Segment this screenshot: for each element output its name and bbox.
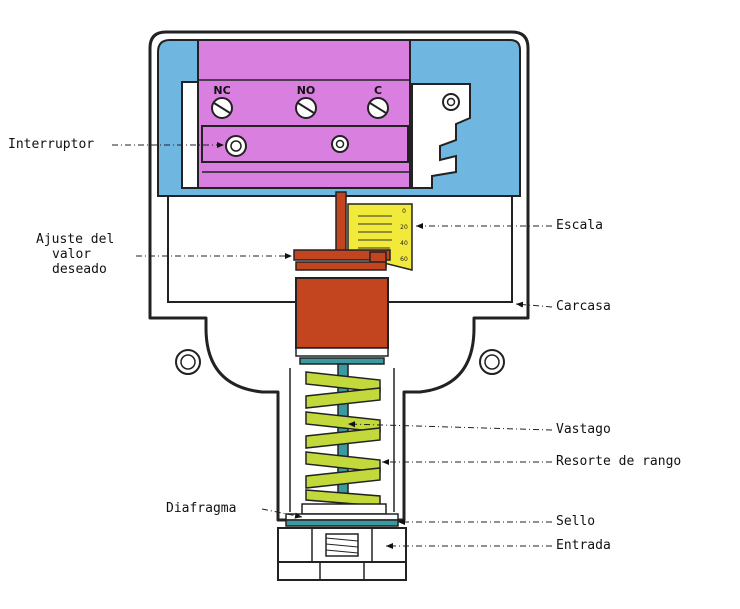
terminal-label-c: C [374, 84, 382, 97]
scale-mark-60: 60 [400, 256, 408, 263]
actuator-lower [295, 347, 389, 357]
diaphragm-plate [301, 503, 387, 515]
label-ajuste-line3: deseado [52, 262, 107, 277]
spring-seat-top [299, 357, 385, 365]
terminal-screw-nc [211, 97, 233, 119]
mount-hole-right [479, 349, 505, 375]
actuator-block [295, 277, 389, 349]
seal [285, 519, 399, 527]
scale-mark-0: 0 [402, 208, 406, 215]
scale-mark-40: 40 [400, 240, 408, 247]
scale-mark-20: 20 [400, 224, 408, 231]
leader-vastago [347, 421, 553, 431]
bracket-screw [442, 93, 460, 111]
label-escala: Escala [556, 218, 603, 233]
diaphragm [285, 513, 399, 521]
label-entrada: Entrada [556, 538, 611, 553]
terminal-screw-no [295, 97, 317, 119]
plunger-rod [335, 191, 347, 257]
adjust-lever [293, 249, 391, 261]
label-vastago: Vastago [556, 422, 611, 437]
switch-screw-left [225, 135, 247, 157]
label-resorte: Resorte de rango [556, 454, 682, 469]
label-ajuste-line1: Ajuste del [36, 232, 115, 247]
housing-inner [167, 196, 513, 303]
label-diafragma: Diafragma [166, 501, 237, 516]
label-interruptor: Interruptor [8, 137, 95, 152]
terminal-label-no: NO [297, 84, 316, 97]
adjust-plate [295, 261, 387, 271]
label-sello: Sello [556, 514, 596, 529]
label-ajuste-line2: valor [52, 247, 92, 262]
terminal-label-nc: NC [213, 84, 230, 97]
mount-hole-left [175, 349, 201, 375]
switch-screw-right [331, 135, 349, 153]
terminal-screw-c [367, 97, 389, 119]
inlet-nut [277, 561, 407, 581]
leader-carcasa [515, 301, 553, 308]
switch-bracket [411, 83, 471, 189]
label-carcasa: Carcasa [556, 299, 611, 314]
range-spring [305, 371, 381, 507]
scale-ticks [358, 215, 392, 249]
